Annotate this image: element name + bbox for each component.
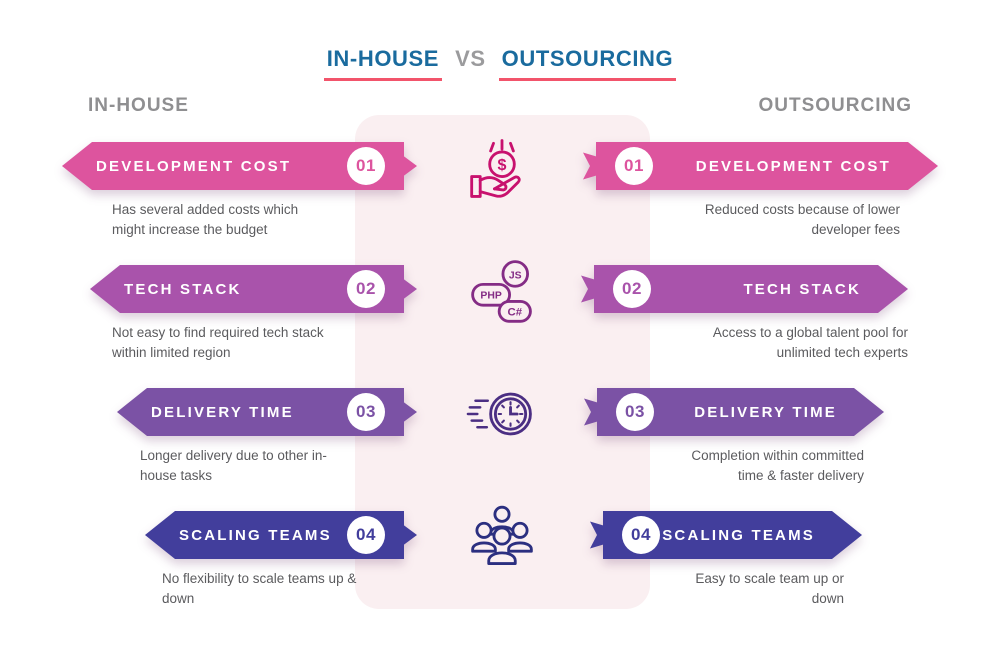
main-title: IN-HOUSE VS OUTSOURCING xyxy=(0,46,1000,81)
title-outsourcing: OUTSOURCING xyxy=(498,46,677,81)
banner-inhouse-scaling-teams: SCALING TEAMS 04 xyxy=(145,511,417,559)
description-outsourcing-delivery-time: Completion within committed time & faste… xyxy=(691,448,864,484)
description-outsourcing-development-cost: Reduced costs because of lower developer… xyxy=(704,202,900,238)
number-badge: 04 xyxy=(622,516,660,554)
description-inhouse-tech-stack: Not easy to find required tech stack wit… xyxy=(112,325,324,361)
banner-label: DEVELOPMENT COST xyxy=(96,157,292,175)
banner-outsourcing-delivery-time: 03 DELIVERY TIME xyxy=(584,388,884,436)
title-inhouse: IN-HOUSE xyxy=(323,46,443,81)
money-hand-icon: $ xyxy=(470,139,521,198)
title-vs: VS xyxy=(455,46,486,71)
team-icon xyxy=(471,505,533,565)
number-badge: 01 xyxy=(615,147,653,185)
banner-inhouse-delivery-time: DELIVERY TIME 03 xyxy=(117,388,417,436)
description-inhouse-scaling-teams: No flexibility to scale teams up & down xyxy=(162,571,357,607)
number-badge: 04 xyxy=(347,516,385,554)
banner-outsourcing-development-cost: 01 DEVELOPMENT COST xyxy=(583,142,938,190)
number-badge: 03 xyxy=(347,393,385,431)
banner-label: SCALING TEAMS xyxy=(662,526,815,544)
description-inhouse-development-cost: Has several added costs which might incr… xyxy=(112,202,299,238)
number-badge: 01 xyxy=(347,147,385,185)
description-outsourcing-scaling-teams: Easy to scale team up or down xyxy=(695,571,844,607)
banner-outsourcing-tech-stack: 02 TECH STACK xyxy=(581,265,908,313)
php-label: PHP xyxy=(480,291,501,302)
banner-label: TECH STACK xyxy=(124,280,242,298)
dollar-glyph: $ xyxy=(498,156,507,174)
fast-clock-icon xyxy=(466,392,532,436)
column-header-inhouse: IN-HOUSE xyxy=(88,95,189,116)
js-label: JS xyxy=(509,271,522,282)
number-badge: 03 xyxy=(616,393,654,431)
description-inhouse-delivery-time: Longer delivery due to other in-house ta… xyxy=(140,448,327,484)
banner-outsourcing-scaling-teams: 04 SCALING TEAMS xyxy=(590,511,862,559)
code-languages-icon: JS PHP C# xyxy=(471,260,532,323)
banner-label: TECH STACK xyxy=(743,280,861,298)
number-badge: 02 xyxy=(613,270,651,308)
banner-inhouse-development-cost: DEVELOPMENT COST 01 xyxy=(62,142,417,190)
csharp-label: C# xyxy=(508,307,523,319)
banner-label: SCALING TEAMS xyxy=(179,526,332,544)
description-outsourcing-tech-stack: Access to a global talent pool for unlim… xyxy=(712,325,908,361)
banner-label: DELIVERY TIME xyxy=(694,403,837,421)
number-badge: 02 xyxy=(347,270,385,308)
banner-inhouse-tech-stack: TECH STACK 02 xyxy=(90,265,417,313)
column-header-outsourcing: OUTSOURCING xyxy=(758,95,912,116)
banner-label: DEVELOPMENT COST xyxy=(695,157,891,175)
banner-label: DELIVERY TIME xyxy=(151,403,294,421)
